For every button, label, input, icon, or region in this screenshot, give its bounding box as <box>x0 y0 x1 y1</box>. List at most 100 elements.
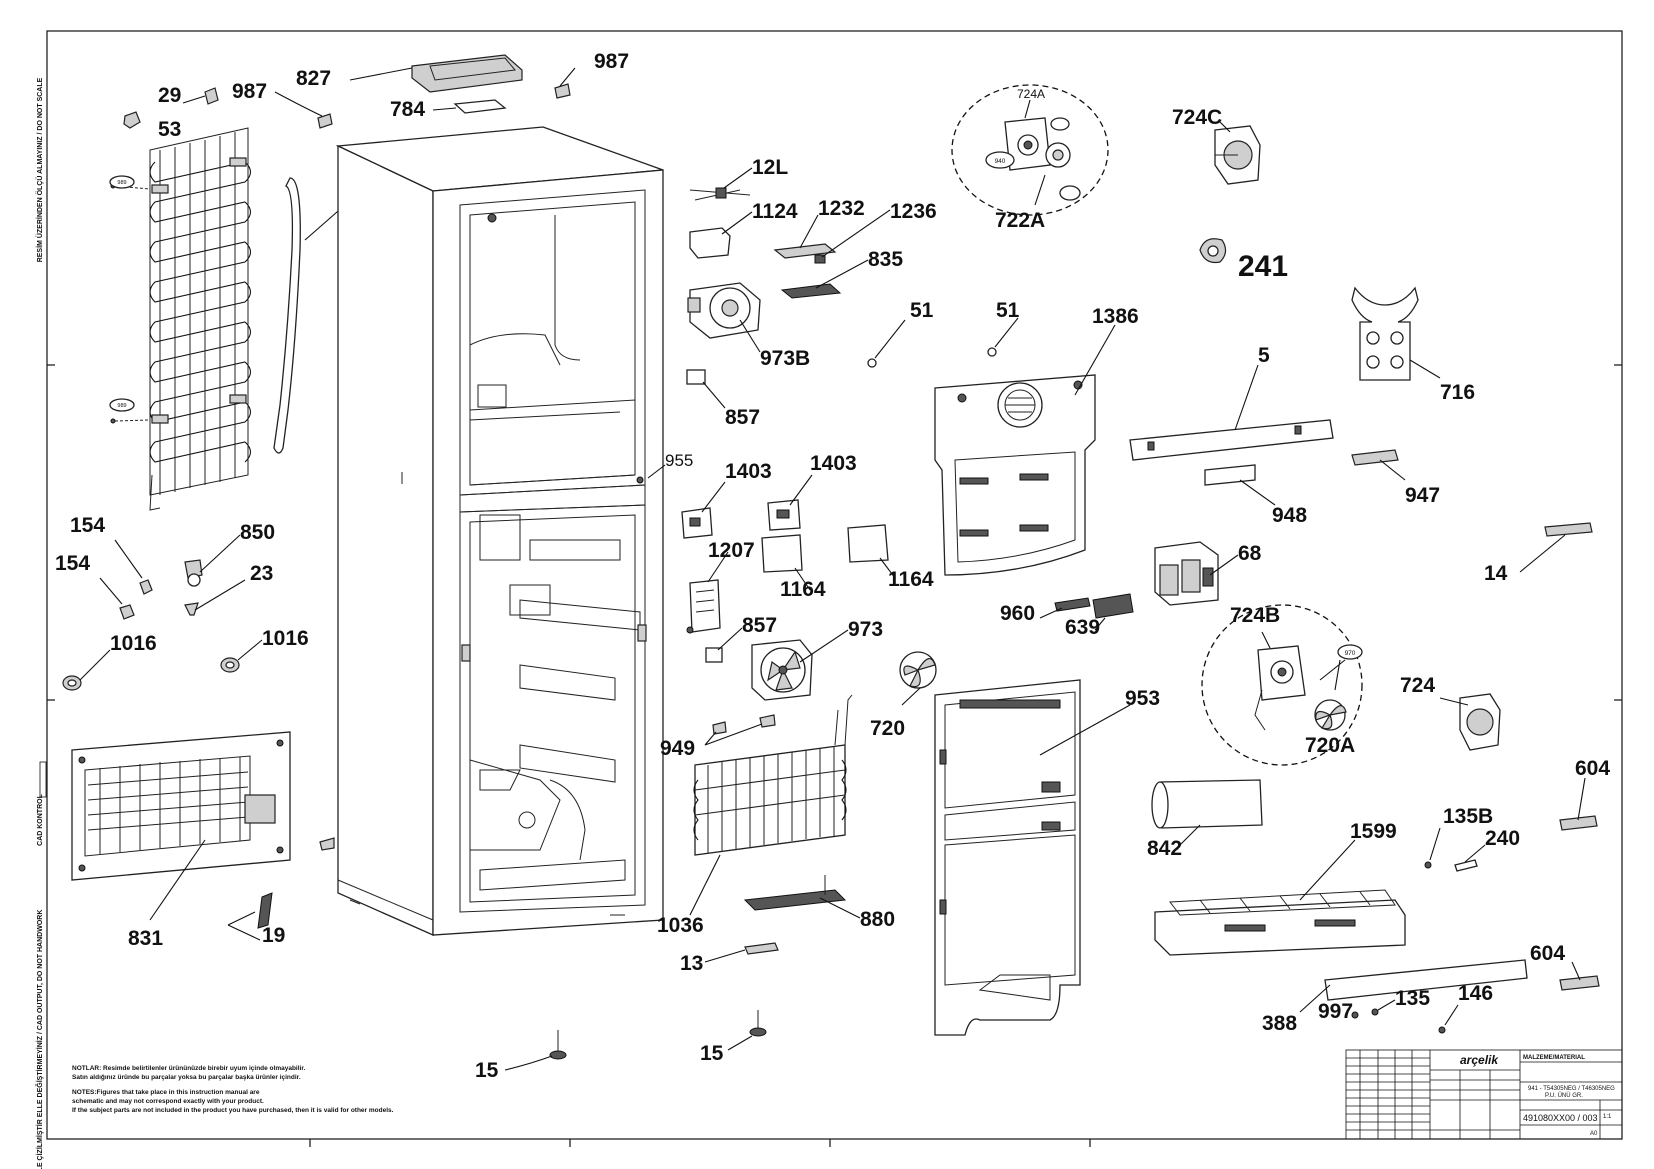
drain-tube-part-842 <box>1151 779 1263 829</box>
title-block-sheet: A0 <box>1590 1131 1598 1137</box>
label-1207: 1207 <box>708 539 755 562</box>
part-51-b <box>987 347 997 357</box>
part-604-b <box>1559 975 1600 991</box>
condenser-part-53 <box>110 127 252 511</box>
label-716: 716 <box>1440 381 1475 404</box>
part-1124 <box>689 227 731 259</box>
note-en-3: If the subject parts are not included in… <box>72 1107 394 1114</box>
fan-motor-part-724 <box>1459 693 1501 751</box>
label-388: 388 <box>1262 1012 1297 1035</box>
impeller-part-720A <box>1314 699 1347 731</box>
label-68: 68 <box>1238 542 1262 565</box>
label-720A: 720A <box>1305 734 1355 757</box>
note-tr-1: NOTLAR: Resimde belirtilenler ürününüzde… <box>72 1065 306 1072</box>
part-949-b <box>759 714 776 728</box>
bracket-part-987-b <box>554 83 571 99</box>
part-850 <box>184 559 203 587</box>
part-1164-b <box>847 524 889 563</box>
detail-circle-mid <box>1201 604 1363 766</box>
foot-part-15-b <box>749 1010 767 1037</box>
label-1124: 1124 <box>752 200 798 223</box>
detail-circle-top <box>951 84 1109 216</box>
label-29: 29 <box>158 84 181 107</box>
label-987-right: 987 <box>594 50 629 73</box>
label-960: 960 <box>1000 602 1035 625</box>
part-135 <box>1371 1008 1379 1016</box>
side-text-bottom: CAD İLE ÇİZİLMİŞTİR ELLE DEĞİŞTİRMEYİNİZ… <box>35 910 44 1169</box>
part-960 <box>1054 597 1091 612</box>
title-block-scale: 1:1 <box>1603 1114 1612 1120</box>
clip-part-29 <box>123 87 219 129</box>
label-639: 639 <box>1065 616 1100 639</box>
label-857-a: 857 <box>725 406 760 429</box>
label-970: 970 <box>1345 650 1356 657</box>
label-1386: 1386 <box>1092 305 1139 328</box>
part-154-b <box>119 604 135 620</box>
label-1016-a: 1016 <box>110 632 157 655</box>
label-949: 949 <box>660 737 695 760</box>
label-720: 720 <box>870 717 905 740</box>
fan-cover-part-1386 <box>934 374 1096 576</box>
part-1207 <box>686 579 721 634</box>
label-1232: 1232 <box>818 197 865 220</box>
label-880: 880 <box>860 908 895 931</box>
fan-motor-part-724C <box>1214 125 1261 185</box>
part-716 <box>1351 286 1419 381</box>
part-19 <box>257 892 273 929</box>
label-240: 240 <box>1485 827 1520 850</box>
fan-part-973B <box>687 282 761 339</box>
label-1599: 1599 <box>1350 820 1397 843</box>
part-23 <box>184 602 199 616</box>
label-51-b: 51 <box>996 299 1020 322</box>
part-1016-a <box>62 675 82 691</box>
part-14 <box>1544 522 1593 537</box>
rail-part-5 <box>1129 419 1334 461</box>
label-15-a: 15 <box>475 1059 499 1082</box>
label-51-a: 51 <box>910 299 934 322</box>
part-51-a <box>867 358 877 368</box>
label-604-a: 604 <box>1575 757 1610 780</box>
title-block <box>1345 1049 1623 1140</box>
part-135B <box>1424 861 1432 869</box>
part-small-bracket <box>319 837 335 851</box>
label-154-a: 154 <box>70 514 105 537</box>
label-842: 842 <box>1147 837 1182 860</box>
part-1403-b <box>767 499 801 531</box>
label-15-b: 15 <box>700 1042 724 1065</box>
label-724B: 724B <box>1230 604 1280 627</box>
label-1036: 1036 <box>657 914 704 937</box>
panel-part-953 <box>934 679 1081 1036</box>
label-1236: 1236 <box>890 200 937 223</box>
title-block-header: MALZEME/MATERIAL <box>1523 1055 1585 1061</box>
label-987-left: 987 <box>232 80 267 103</box>
label-724: 724 <box>1400 674 1435 697</box>
relay-part-68 <box>1154 541 1219 606</box>
crisper-part-1599 <box>1154 889 1406 956</box>
label-241: 241 <box>1238 250 1288 283</box>
label-135: 135 <box>1395 987 1430 1010</box>
note-en-2: schematic and may not correspond exactly… <box>72 1098 264 1105</box>
label-955: 955 <box>665 451 693 470</box>
label-948: 948 <box>1272 504 1307 527</box>
fan-motor-bracket-724A <box>1004 117 1071 171</box>
label-724C: 724C <box>1172 106 1222 129</box>
plate-part-784 <box>453 99 507 114</box>
part-1016-b <box>220 657 240 673</box>
title-block-doc-no: 491080XX00 / 003 <box>1523 1113 1598 1123</box>
title-block-model-1: 941 - T54305NEG / T46305NEG <box>1528 1086 1615 1092</box>
part-1403-a <box>681 507 713 539</box>
tube-part-854 <box>273 177 301 454</box>
label-1016-b: 1016 <box>262 627 309 650</box>
bracket-part-987 <box>317 113 333 129</box>
label-784: 784 <box>390 98 425 121</box>
note-tr-2: Satın aldığınız üründe bu parçalar yoksa… <box>72 1074 301 1081</box>
part-1236 <box>814 254 826 264</box>
part-997 <box>1351 1011 1359 1019</box>
side-text-top: RESİM ÜZERİNDEN ÖLÇÜ ALMAYINIZ / DO NOT … <box>35 77 44 262</box>
part-857-b <box>705 647 723 663</box>
part-857-a <box>686 369 706 385</box>
brand-logo-text: arçelik <box>1460 1053 1499 1067</box>
label-13: 13 <box>680 952 703 975</box>
label-14: 14 <box>1484 562 1508 585</box>
